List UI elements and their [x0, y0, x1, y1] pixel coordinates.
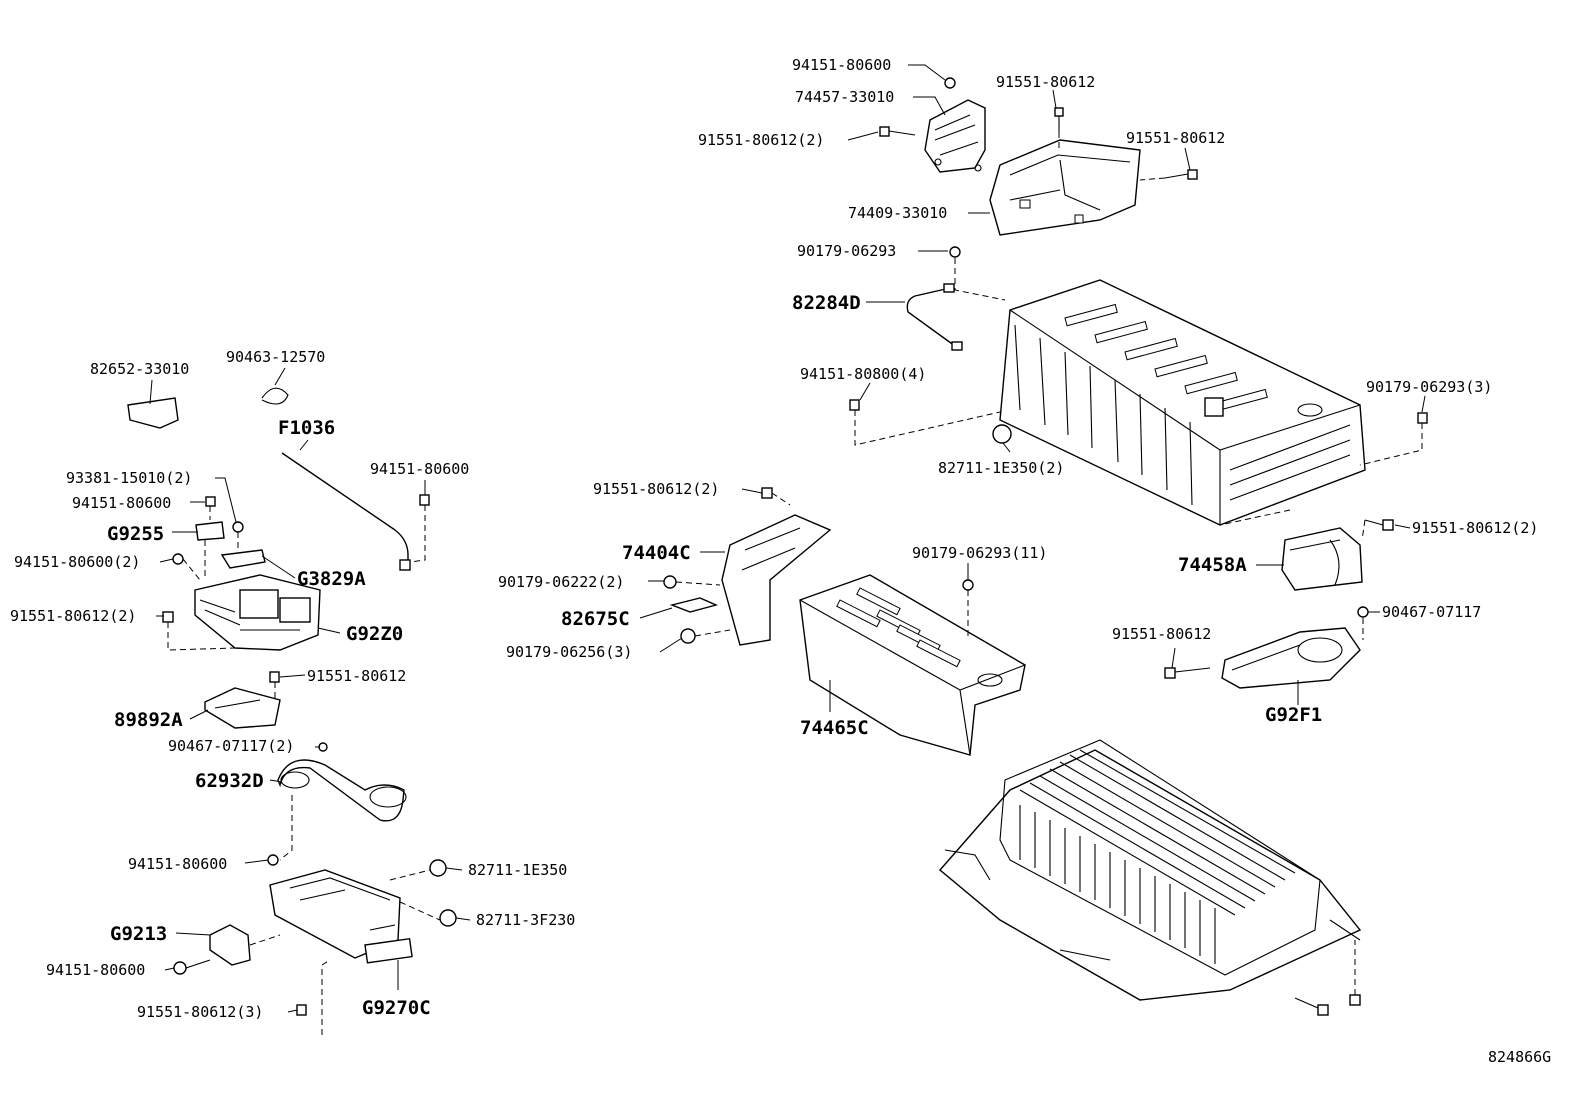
leader-lines — [149, 64, 1426, 1013]
part-label: 62932D — [195, 770, 264, 792]
cable-82284D-drawing — [906, 283, 963, 351]
part-label: 82711-1E350(2) — [938, 459, 1064, 477]
part-label: 94151-80600 — [370, 460, 469, 478]
part-label: 91551-80612 — [1112, 625, 1211, 643]
junction-block-G92Z0-drawing — [194, 574, 321, 651]
part-label: 91551-80612(3) — [137, 1003, 263, 1021]
part-label: G92F1 — [1265, 704, 1322, 726]
part-label: 82652-33010 — [90, 360, 189, 378]
part-label: G92Z0 — [346, 623, 403, 645]
part-label: 90467-07117 — [1382, 603, 1481, 621]
part-label: 93381-15010(2) — [66, 469, 192, 487]
part-label: F1036 — [278, 417, 335, 439]
sensor-89892A-drawing — [204, 687, 281, 729]
part-label: 91551-80612(2) — [698, 131, 824, 149]
part-label: 91551-80612 — [307, 667, 406, 685]
connector-G9213-drawing — [209, 924, 251, 966]
battery-module-stack-drawing — [939, 739, 1362, 1001]
part-label: G9255 — [107, 523, 164, 545]
part-label: 90179-06293(11) — [912, 544, 1047, 562]
part-label: 90179-06256(3) — [506, 643, 632, 661]
part-label: 74409-33010 — [848, 204, 947, 222]
part-label: G9213 — [110, 923, 167, 945]
part-label: 82711-3F230 — [476, 911, 575, 929]
part-label: 94151-80800(4) — [800, 365, 926, 383]
diagram-reference-code: 824866G — [1488, 1048, 1551, 1066]
part-label: 90467-07117(2) — [168, 737, 294, 755]
part-label: 74465C — [800, 717, 869, 739]
part-label: 94151-80600 — [46, 961, 145, 979]
part-label: G9270C — [362, 997, 431, 1019]
part-label: 91551-80612(2) — [593, 480, 719, 498]
cable-F1036-drawing — [281, 452, 411, 571]
part-label: 74404C — [622, 542, 691, 564]
fuse-G9255-drawing — [195, 521, 225, 541]
part-label: 90179-06222(2) — [498, 573, 624, 591]
clamp-90463-drawing — [261, 387, 289, 405]
part-label: 90179-06293 — [797, 242, 896, 260]
part-label: G3829A — [297, 568, 366, 590]
part-label: 74458A — [1178, 554, 1247, 576]
part-label: 94151-80600 — [128, 855, 227, 873]
part-label: 91551-80612(2) — [10, 607, 136, 625]
part-label: 91551-80612 — [1126, 129, 1225, 147]
part-label: 94151-80600(2) — [14, 553, 140, 571]
part-label: 82284D — [792, 292, 861, 314]
harness-G92F1-drawing — [1221, 627, 1361, 689]
part-label: 74457-33010 — [795, 88, 894, 106]
bracket-82652-drawing — [127, 397, 179, 429]
part-label: 89892A — [114, 709, 183, 731]
part-label: 94151-80600 — [72, 494, 171, 512]
part-label: 82711-1E350 — [468, 861, 567, 879]
bracket-G3829A-drawing — [220, 549, 266, 569]
junction-block-G9270C-drawing — [269, 869, 413, 964]
part-labels: 94151-80600 91551-80612 74457-33010 9155… — [10, 56, 1551, 1066]
part-label: 90179-06293(3) — [1366, 378, 1492, 396]
cover-74465C-drawing — [799, 574, 1026, 756]
battery-upper-case-drawing — [999, 279, 1366, 526]
bracket-74409-drawing — [989, 139, 1141, 236]
bolt-icon — [879, 77, 1198, 258]
duct-62932D-drawing — [277, 759, 407, 822]
part-label: 91551-80612 — [996, 73, 1095, 91]
part-label: 82675C — [561, 608, 630, 630]
part-label: 94151-80600 — [792, 56, 891, 74]
cover-74458A-drawing — [1281, 527, 1363, 591]
bracket-74457-drawing — [924, 99, 986, 173]
part-label: 91551-80612(2) — [1412, 519, 1538, 537]
bracket-74404C-drawing — [721, 514, 832, 646]
part-label: 90463-12570 — [226, 348, 325, 366]
